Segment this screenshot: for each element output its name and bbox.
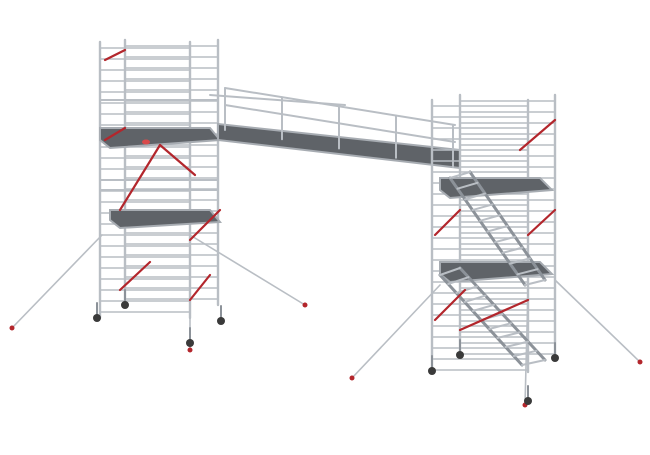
platform-top xyxy=(439,177,555,200)
castor-wheel xyxy=(428,367,436,375)
stair-tread xyxy=(463,294,487,303)
outrigger xyxy=(554,279,641,363)
stair-tread xyxy=(486,225,509,233)
diagonal-brace xyxy=(518,118,557,152)
diagonal-brace xyxy=(526,208,557,237)
stair-tread xyxy=(496,331,521,339)
diagonal-brace xyxy=(103,126,127,142)
outrigger-foot xyxy=(349,375,355,381)
stair-tread xyxy=(504,340,529,348)
diagonal-brace xyxy=(118,143,162,212)
stair-tread xyxy=(455,285,478,294)
stair-tread xyxy=(447,276,470,285)
diagonal-brace xyxy=(458,298,530,332)
outrigger-foot xyxy=(302,302,308,308)
stair-tread xyxy=(488,322,512,330)
outrigger xyxy=(351,284,441,379)
diagonal-brace xyxy=(118,260,152,292)
bridge-handrail xyxy=(209,94,346,106)
stair-tread xyxy=(521,359,546,366)
diagonal-brace xyxy=(433,288,467,322)
castor-wheel xyxy=(121,301,129,309)
castor-wheel xyxy=(93,314,101,322)
stair-tread xyxy=(471,303,495,312)
stair-tread xyxy=(439,267,461,276)
stair-tread xyxy=(449,171,471,179)
platform-middle xyxy=(109,209,223,230)
castor-wheel xyxy=(217,317,225,325)
castor-wheel xyxy=(186,339,194,347)
outrigger-foot xyxy=(187,347,193,353)
stair-tread xyxy=(524,279,546,286)
stair-tread xyxy=(464,192,486,201)
stair-tread xyxy=(494,235,516,244)
outrigger xyxy=(11,234,103,329)
stair-tread xyxy=(471,203,494,212)
diagonal-brace xyxy=(158,143,197,177)
stair-tread xyxy=(501,246,524,254)
right-tower-with-stairs xyxy=(428,93,559,405)
left-tower xyxy=(93,38,225,347)
stair-tread xyxy=(479,214,501,222)
outrigger xyxy=(189,234,306,306)
diagonal-brace xyxy=(433,208,462,237)
castor-wheel xyxy=(524,397,532,405)
platform-top xyxy=(99,127,223,150)
castor-wheel xyxy=(456,351,464,359)
diagonal-brace xyxy=(188,273,212,302)
diagonal-brace xyxy=(103,48,127,62)
bridge-walkway xyxy=(209,87,461,170)
brand-logo xyxy=(142,139,150,145)
stair-tread xyxy=(512,349,538,357)
outrigger-foot xyxy=(9,325,15,331)
outrigger-foot xyxy=(637,359,643,365)
castor-wheel xyxy=(551,354,559,362)
diagonal-brace xyxy=(188,208,222,242)
stair-tread xyxy=(509,257,531,265)
stair-tread xyxy=(516,268,539,276)
stair-tread xyxy=(456,181,479,190)
